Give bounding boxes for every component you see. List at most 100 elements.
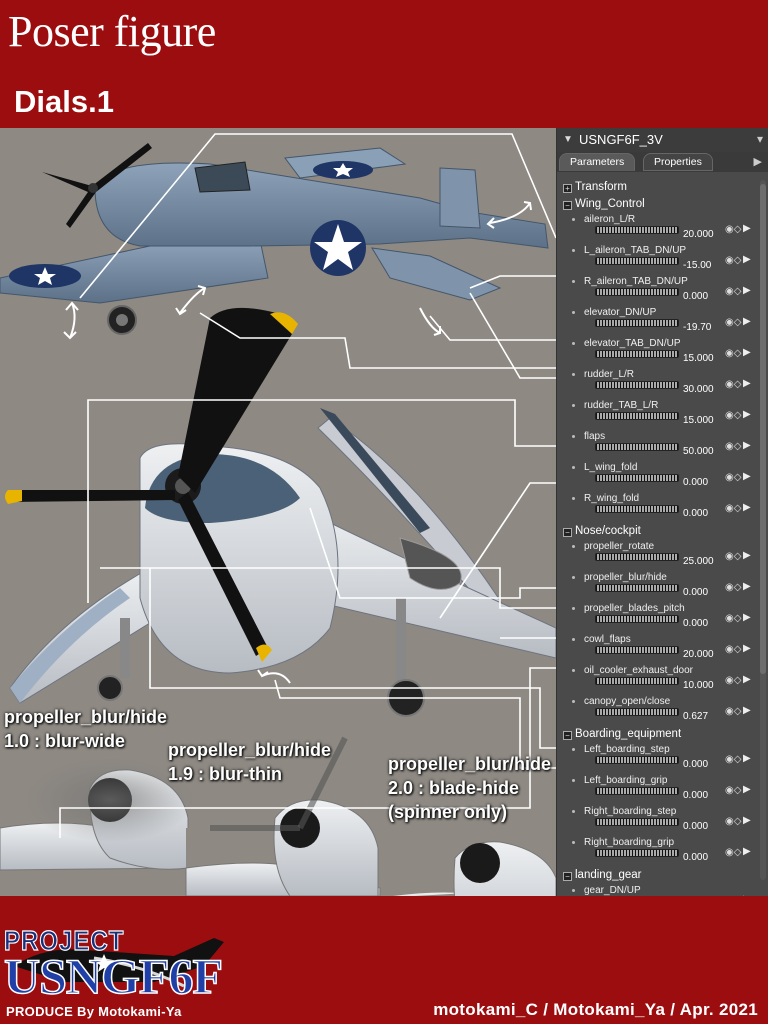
- key-options-icon[interactable]: ◉◇: [725, 472, 742, 483]
- key-options-icon[interactable]: ◉◇: [725, 286, 742, 297]
- parameter-value[interactable]: 50.000: [683, 446, 714, 457]
- parameter-menu-arrow-icon[interactable]: ▶: [743, 581, 751, 592]
- parameter-menu-arrow-icon[interactable]: ▶: [743, 846, 751, 857]
- collapse-box-icon[interactable]: −: [563, 872, 572, 881]
- parameter-value[interactable]: 0.000: [683, 790, 709, 801]
- tab-properties[interactable]: Properties: [643, 153, 713, 171]
- parameter-menu-arrow-icon[interactable]: ▶: [743, 223, 751, 234]
- parameter-dial[interactable]: [595, 226, 679, 234]
- collapse-box-icon[interactable]: −: [563, 731, 572, 740]
- parameter-menu-arrow-icon[interactable]: ▶: [743, 894, 751, 896]
- collapse-box-icon[interactable]: −: [563, 201, 572, 210]
- parameter-dial[interactable]: [595, 584, 679, 592]
- key-options-icon[interactable]: ◉◇: [725, 785, 742, 796]
- parameter-value[interactable]: 10.000: [683, 680, 714, 691]
- parameter-menu-arrow-icon[interactable]: ▶: [743, 471, 751, 482]
- parameter-menu-arrow-icon[interactable]: ▶: [743, 440, 751, 451]
- parameter-menu-arrow-icon[interactable]: ▶: [743, 784, 751, 795]
- parameter-dial[interactable]: [595, 474, 679, 482]
- group-header[interactable]: +Transform: [563, 180, 627, 194]
- key-options-icon[interactable]: ◉◇: [725, 847, 742, 858]
- parameter-menu-arrow-icon[interactable]: ▶: [743, 753, 751, 764]
- key-options-icon[interactable]: ◉◇: [725, 895, 741, 896]
- parameter-menu-arrow-icon[interactable]: ▶: [743, 285, 751, 296]
- parameter-dial[interactable]: [595, 756, 679, 764]
- key-options-icon[interactable]: ◉◇: [725, 816, 742, 827]
- parameter-menu-arrow-icon[interactable]: ▶: [743, 347, 751, 358]
- key-options-icon[interactable]: ◉◇: [725, 644, 742, 655]
- parameter-value[interactable]: 15.000: [683, 415, 714, 426]
- key-options-icon[interactable]: ◉◇: [725, 706, 742, 717]
- parameter-dial[interactable]: [595, 708, 679, 716]
- parameter-menu-arrow-icon[interactable]: ▶: [743, 316, 751, 327]
- key-options-icon[interactable]: ◉◇: [725, 317, 742, 328]
- parameter-value[interactable]: 20.000: [683, 229, 714, 240]
- key-options-icon[interactable]: ◉◇: [725, 441, 742, 452]
- key-options-icon[interactable]: ◉◇: [725, 754, 742, 765]
- parameter-dial[interactable]: [595, 677, 679, 685]
- tab-parameters[interactable]: Parameters: [559, 153, 636, 171]
- parameter-dial[interactable]: [595, 443, 679, 451]
- key-options-icon[interactable]: ◉◇: [725, 410, 742, 421]
- parameter-value[interactable]: 0.000: [683, 508, 709, 519]
- parameter-dial[interactable]: [595, 787, 679, 795]
- parameter-menu-arrow-icon[interactable]: ▶: [743, 612, 751, 623]
- collapse-box-icon[interactable]: −: [563, 528, 572, 537]
- parameter-dial[interactable]: [595, 849, 679, 857]
- parameter-value[interactable]: 0.000: [683, 821, 709, 832]
- group-header[interactable]: −Nose/cockpit: [563, 524, 641, 538]
- parameter-menu-arrow-icon[interactable]: ▶: [743, 409, 751, 420]
- key-options-icon[interactable]: ◉◇: [725, 255, 742, 266]
- panel-menu-icon[interactable]: ▾: [756, 132, 763, 146]
- parameter-dial[interactable]: [595, 381, 679, 389]
- expand-box-icon[interactable]: +: [563, 184, 572, 193]
- key-options-icon[interactable]: ◉◇: [725, 551, 742, 562]
- key-options-icon[interactable]: ◉◇: [725, 613, 742, 624]
- parameter-menu-arrow-icon[interactable]: ▶: [743, 705, 751, 716]
- parameter-value[interactable]: 0.000: [683, 587, 709, 598]
- key-options-icon[interactable]: ◉◇: [725, 224, 742, 235]
- key-options-icon[interactable]: ◉◇: [725, 379, 742, 390]
- collapse-triangle-icon[interactable]: ▼: [563, 134, 573, 145]
- panel-scrollbar[interactable]: [760, 180, 766, 880]
- parameter-value[interactable]: 0.000: [683, 618, 709, 629]
- key-options-icon[interactable]: ◉◇: [725, 582, 742, 593]
- parameter-menu-arrow-icon[interactable]: ▶: [743, 815, 751, 826]
- parameter-value[interactable]: 0.000: [683, 852, 709, 863]
- parameter-value[interactable]: 25.000: [683, 556, 714, 567]
- key-options-icon[interactable]: ◉◇: [725, 348, 742, 359]
- parameter-menu-arrow-icon[interactable]: ▶: [743, 254, 751, 265]
- parameter-value[interactable]: 20.000: [683, 649, 714, 660]
- parameter-value[interactable]: 30.000: [683, 384, 714, 395]
- group-header[interactable]: −Wing_Control: [563, 197, 645, 211]
- parameter-value[interactable]: -19.70: [683, 322, 712, 333]
- parameter-dial[interactable]: [595, 412, 679, 420]
- parameter-dial[interactable]: [595, 257, 679, 265]
- parameter-value[interactable]: 15.000: [683, 353, 714, 364]
- parameter-menu-arrow-icon[interactable]: ▶: [743, 550, 751, 561]
- parameter-dial[interactable]: [595, 350, 679, 358]
- parameter-value[interactable]: 0.000: [683, 477, 709, 488]
- panel-figure-name[interactable]: USNGF6F_3V: [579, 132, 663, 147]
- parameter-menu-arrow-icon[interactable]: ▶: [743, 643, 751, 654]
- parameter-dial[interactable]: [595, 288, 679, 296]
- parameter-menu-arrow-icon[interactable]: ▶: [743, 502, 751, 513]
- parameter-value[interactable]: 0.000: [683, 759, 709, 770]
- group-header[interactable]: −Boarding_equipment: [563, 727, 681, 741]
- parameter-value[interactable]: 0.000: [683, 291, 709, 302]
- parameter-value[interactable]: 0.627: [683, 711, 709, 722]
- parameter-dial[interactable]: [595, 505, 679, 513]
- key-options-icon[interactable]: ◉◇: [725, 675, 742, 686]
- parameter-dial[interactable]: [595, 818, 679, 826]
- parameter-menu-arrow-icon[interactable]: ▶: [743, 378, 751, 389]
- parameter-menu-arrow-icon[interactable]: ▶: [743, 674, 751, 685]
- parameter-value[interactable]: -15.00: [683, 260, 712, 271]
- group-header[interactable]: −landing_gear: [563, 868, 642, 882]
- panel-scroll-thumb[interactable]: [760, 184, 766, 674]
- parameter-dial[interactable]: [595, 319, 679, 327]
- parameter-dial[interactable]: [595, 615, 679, 623]
- parameter-dial[interactable]: [595, 553, 679, 561]
- key-options-icon[interactable]: ◉◇: [725, 503, 742, 514]
- parameter-dial[interactable]: [595, 646, 679, 654]
- tab-scroll-arrow-icon[interactable]: ▶: [753, 156, 762, 168]
